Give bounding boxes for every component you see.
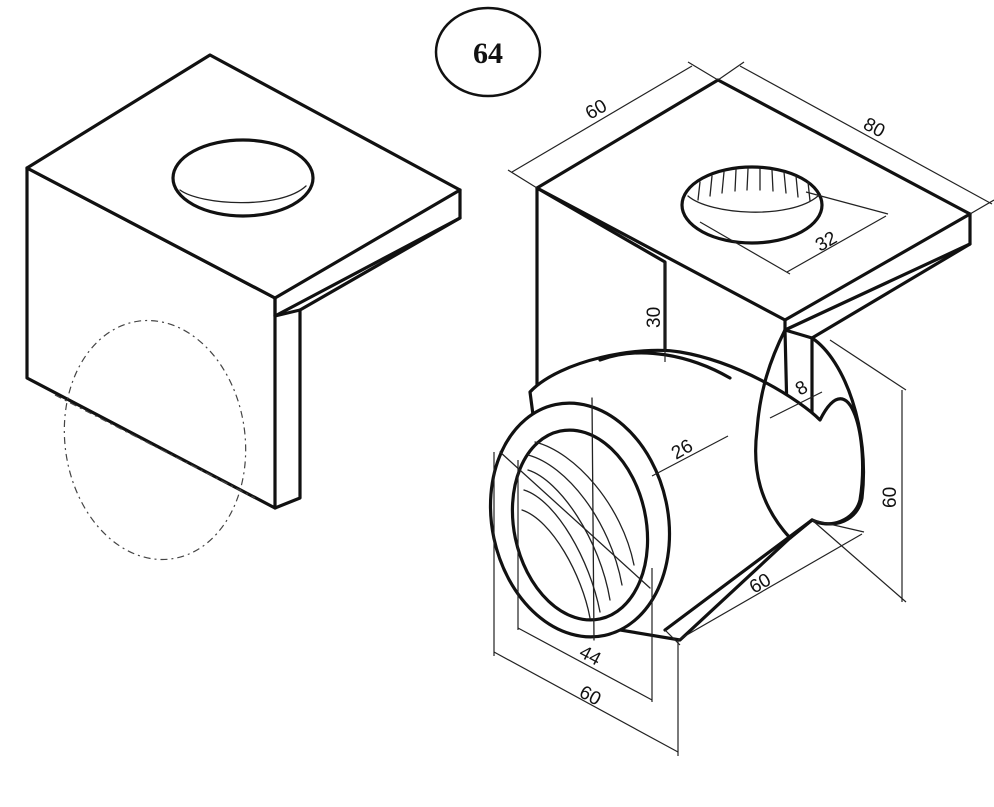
bore-hatching bbox=[521, 441, 635, 619]
dimension-lines bbox=[493, 61, 994, 756]
hidden-cylinder-outline bbox=[63, 319, 247, 561]
figure-number: 64 bbox=[473, 37, 503, 70]
dim-top-width: 80 bbox=[860, 114, 889, 142]
dim-bore-diameter: 44 bbox=[576, 642, 605, 671]
right-part bbox=[488, 78, 972, 642]
left-block bbox=[25, 53, 462, 561]
left-top-hole bbox=[171, 138, 315, 218]
dim-top-depth: 60 bbox=[582, 96, 611, 125]
hole-hatching bbox=[687, 168, 819, 213]
dim-upright-height: 30 bbox=[644, 307, 665, 328]
dim-overall-height: 60 bbox=[880, 487, 901, 508]
dim-wall-thickness: 8 bbox=[792, 377, 812, 400]
dim-outer-diameter: 60 bbox=[576, 682, 605, 710]
tube-bore bbox=[510, 428, 650, 622]
figure-number-badge: 64 bbox=[434, 6, 542, 98]
right-top-hole bbox=[680, 165, 824, 245]
